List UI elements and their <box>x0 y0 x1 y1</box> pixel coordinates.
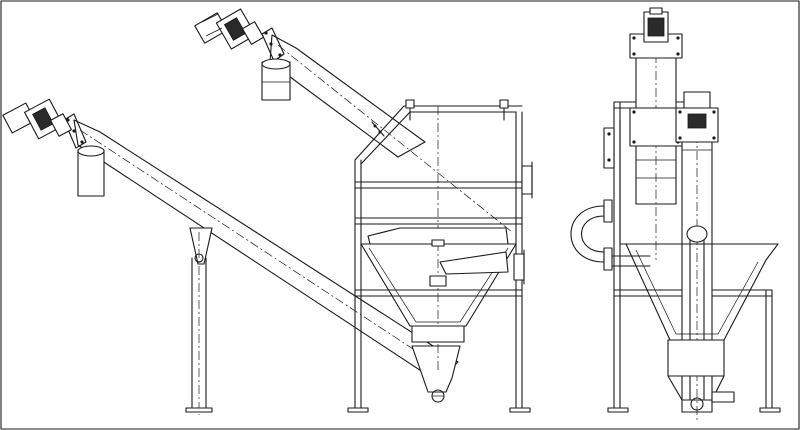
side-elevation-view <box>2 8 533 415</box>
upper-conveyor-tube <box>269 34 426 158</box>
end-hopper <box>619 243 779 411</box>
elbow-pipe <box>570 199 651 271</box>
lifting-lugs <box>405 99 509 121</box>
lower-conveyor-centerline <box>79 129 449 373</box>
end-elevation-view <box>570 7 781 420</box>
upper-inlet-spout <box>261 58 291 101</box>
lower-drive-motor <box>2 98 72 140</box>
bag-dump-hopper <box>360 227 525 343</box>
support-leg <box>185 227 213 415</box>
upper-screw-conveyor <box>194 8 513 233</box>
upper-drive-motor <box>194 8 265 50</box>
lower-discharge-inlet <box>411 345 461 403</box>
lower-screw-conveyor <box>2 98 461 415</box>
frame-side-ports <box>603 127 615 169</box>
upper-conveyor-end <box>629 7 683 260</box>
lower-conveyor-flange <box>63 113 87 149</box>
lower-conveyor-tube <box>73 119 459 383</box>
lower-inlet-spout <box>77 145 105 197</box>
upper-conveyor-flange <box>261 27 285 62</box>
upper-conveyor-centerline <box>277 44 513 233</box>
